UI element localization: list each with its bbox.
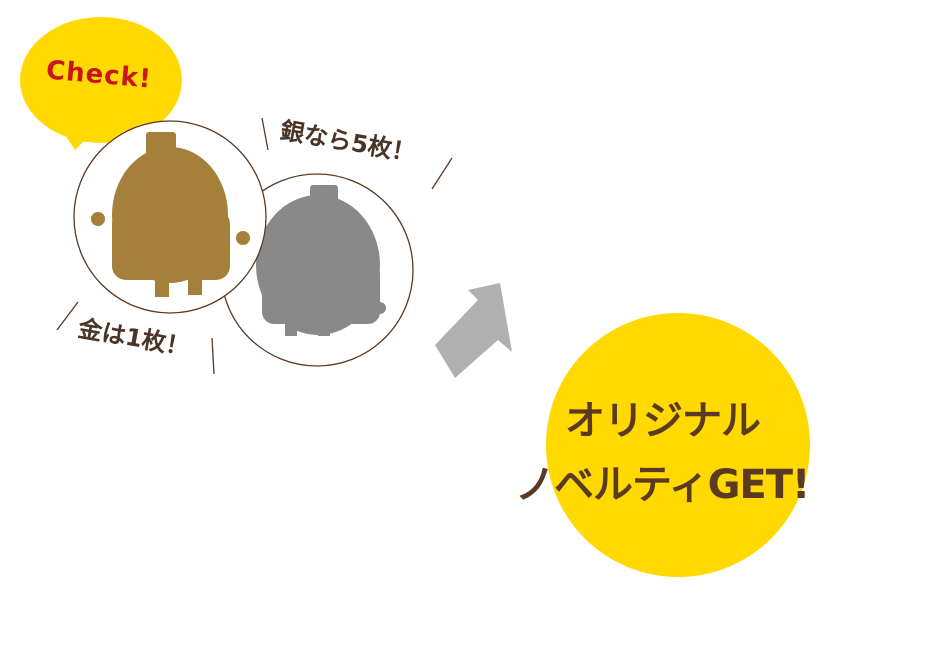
divider-lines <box>56 117 453 375</box>
arrow-icon <box>435 283 512 378</box>
result-line-1: オリジナル <box>565 398 761 444</box>
silver-coin <box>220 173 414 367</box>
result-line-2: ノベルティGET! <box>515 462 810 508</box>
result-circle <box>546 313 810 577</box>
gold-coin <box>73 120 267 314</box>
speech-bubble <box>20 17 182 150</box>
gold-character-silhouette <box>91 132 250 297</box>
silver-character-silhouette <box>256 185 386 336</box>
